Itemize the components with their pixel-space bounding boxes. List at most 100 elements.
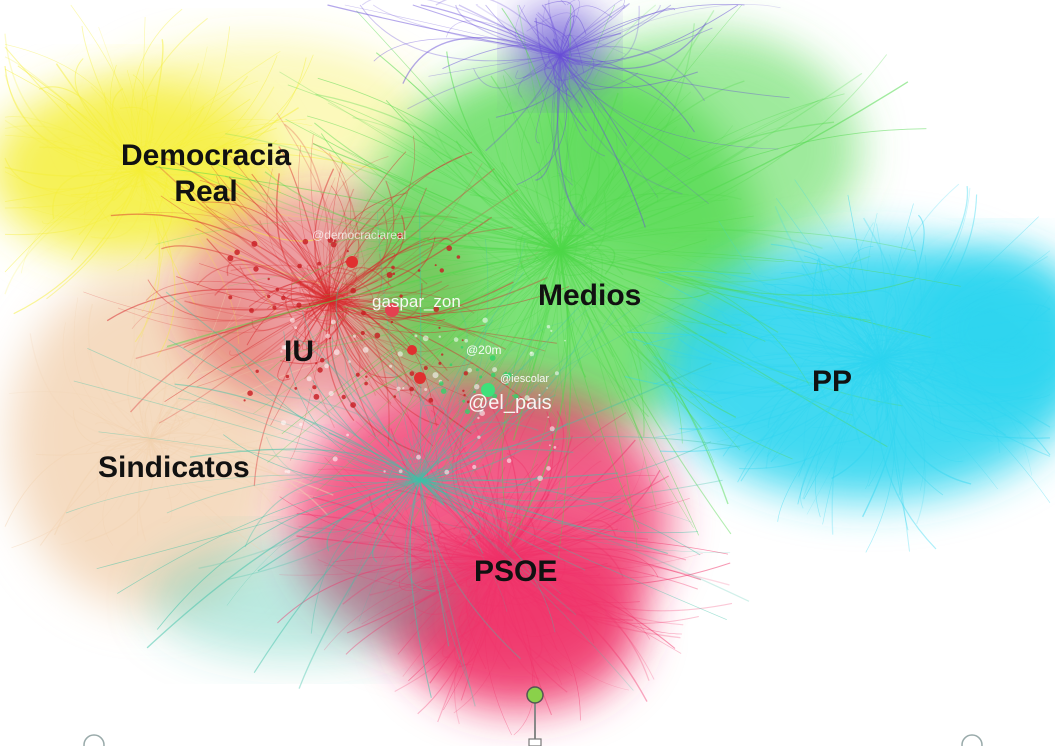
graph-edge bbox=[785, 359, 881, 390]
zoom-out-icon[interactable] bbox=[82, 733, 106, 746]
graph-edge bbox=[402, 37, 561, 84]
graph-edge bbox=[419, 404, 449, 481]
graph-edge bbox=[120, 169, 143, 177]
graph-edge bbox=[329, 286, 570, 314]
graph-edge bbox=[499, 410, 565, 561]
graph-edge bbox=[201, 201, 331, 301]
graph-edge bbox=[426, 559, 501, 630]
graph-edge bbox=[879, 359, 972, 485]
graph-edge bbox=[879, 317, 971, 361]
graph-edge bbox=[819, 359, 881, 440]
graph-edge bbox=[872, 328, 899, 377]
graph-node bbox=[383, 470, 386, 473]
graph-edge bbox=[438, 487, 501, 561]
graph-edge bbox=[497, 537, 504, 561]
graph-edge bbox=[419, 298, 647, 481]
graph-edge bbox=[466, 559, 501, 611]
graph-edge bbox=[329, 299, 474, 368]
graph-edge bbox=[544, 54, 572, 98]
graph-node bbox=[315, 362, 318, 365]
graph-edge bbox=[149, 439, 173, 524]
graph-edge bbox=[559, 249, 611, 287]
graph-edge bbox=[517, 54, 561, 98]
graph-edge bbox=[499, 491, 615, 561]
graph-edge bbox=[499, 452, 532, 561]
graph-edge bbox=[323, 249, 561, 295]
graph-edge bbox=[499, 493, 550, 561]
graph-edge bbox=[499, 539, 570, 565]
zoom-in-icon[interactable] bbox=[960, 733, 984, 746]
graph-edge bbox=[558, 40, 589, 56]
graph-node bbox=[397, 351, 403, 357]
graph-edge bbox=[73, 380, 421, 481]
graph-edge bbox=[422, 249, 561, 439]
graph-edge bbox=[490, 559, 501, 572]
graph-edge bbox=[139, 169, 240, 344]
graph-edge bbox=[329, 215, 458, 301]
graph-edge bbox=[752, 353, 881, 361]
graph-edge bbox=[523, 242, 561, 270]
graph-edge bbox=[559, 117, 682, 251]
graph-edge bbox=[430, 409, 501, 561]
graph-edge bbox=[879, 359, 1051, 503]
graph-edge bbox=[445, 20, 561, 56]
graph-edge bbox=[642, 333, 881, 361]
graph-edge bbox=[458, 4, 561, 56]
graph-edge bbox=[329, 151, 407, 301]
graph-node bbox=[438, 335, 441, 338]
slider-handle-icon[interactable] bbox=[520, 684, 550, 746]
graph-edge bbox=[407, 54, 561, 110]
graph-edge bbox=[559, 4, 743, 251]
graph-edge bbox=[149, 439, 168, 469]
graph-edge bbox=[419, 479, 723, 502]
graph-edge bbox=[9, 391, 151, 441]
graph-edge bbox=[406, 549, 501, 569]
graph-edge bbox=[559, 54, 790, 99]
graph-edge bbox=[138, 439, 151, 542]
graph-edge bbox=[559, 221, 589, 251]
graph-edge bbox=[559, 249, 814, 311]
graph-edge bbox=[559, 247, 779, 333]
graph-edge bbox=[492, 550, 513, 567]
graph-edge bbox=[352, 117, 561, 251]
graph-edge bbox=[139, 54, 314, 171]
graph-edge bbox=[491, 249, 561, 453]
graph-edge bbox=[499, 559, 522, 582]
graph-edge bbox=[149, 362, 200, 441]
graph-edge bbox=[803, 255, 881, 361]
graph-edge bbox=[879, 359, 971, 441]
graph-edge bbox=[122, 421, 151, 441]
graph-edge bbox=[396, 108, 561, 251]
graph-edge bbox=[475, 559, 501, 620]
graph-edge bbox=[327, 102, 561, 251]
graph-edge bbox=[879, 359, 1033, 406]
graph-edge bbox=[205, 206, 331, 301]
graph-edge bbox=[551, 54, 573, 186]
graph-edge bbox=[853, 290, 897, 361]
graph-edge bbox=[372, 479, 421, 563]
graph-edge bbox=[535, 17, 561, 70]
graph-edge bbox=[155, 218, 561, 251]
graph-edge bbox=[149, 436, 168, 449]
graph-edge bbox=[419, 479, 472, 547]
graph-edge bbox=[540, 249, 564, 276]
graph-edge bbox=[420, 4, 561, 56]
graph-node bbox=[416, 454, 421, 460]
graph-edge bbox=[499, 559, 540, 680]
graph-edge bbox=[496, 559, 570, 605]
graph-edge bbox=[499, 559, 552, 716]
graph-node bbox=[272, 305, 277, 310]
graph-edge bbox=[520, 192, 570, 259]
graph-edge bbox=[29, 333, 151, 441]
cluster-field bbox=[90, 40, 430, 200]
graph-edge bbox=[139, 118, 307, 171]
graph-edge bbox=[276, 173, 331, 301]
graph-edge bbox=[879, 341, 1020, 361]
graph-edge bbox=[879, 256, 1048, 361]
graph-edge bbox=[499, 559, 538, 600]
graph-node bbox=[275, 287, 279, 292]
graph-edge bbox=[559, 100, 819, 251]
graph-edge bbox=[515, 54, 561, 79]
